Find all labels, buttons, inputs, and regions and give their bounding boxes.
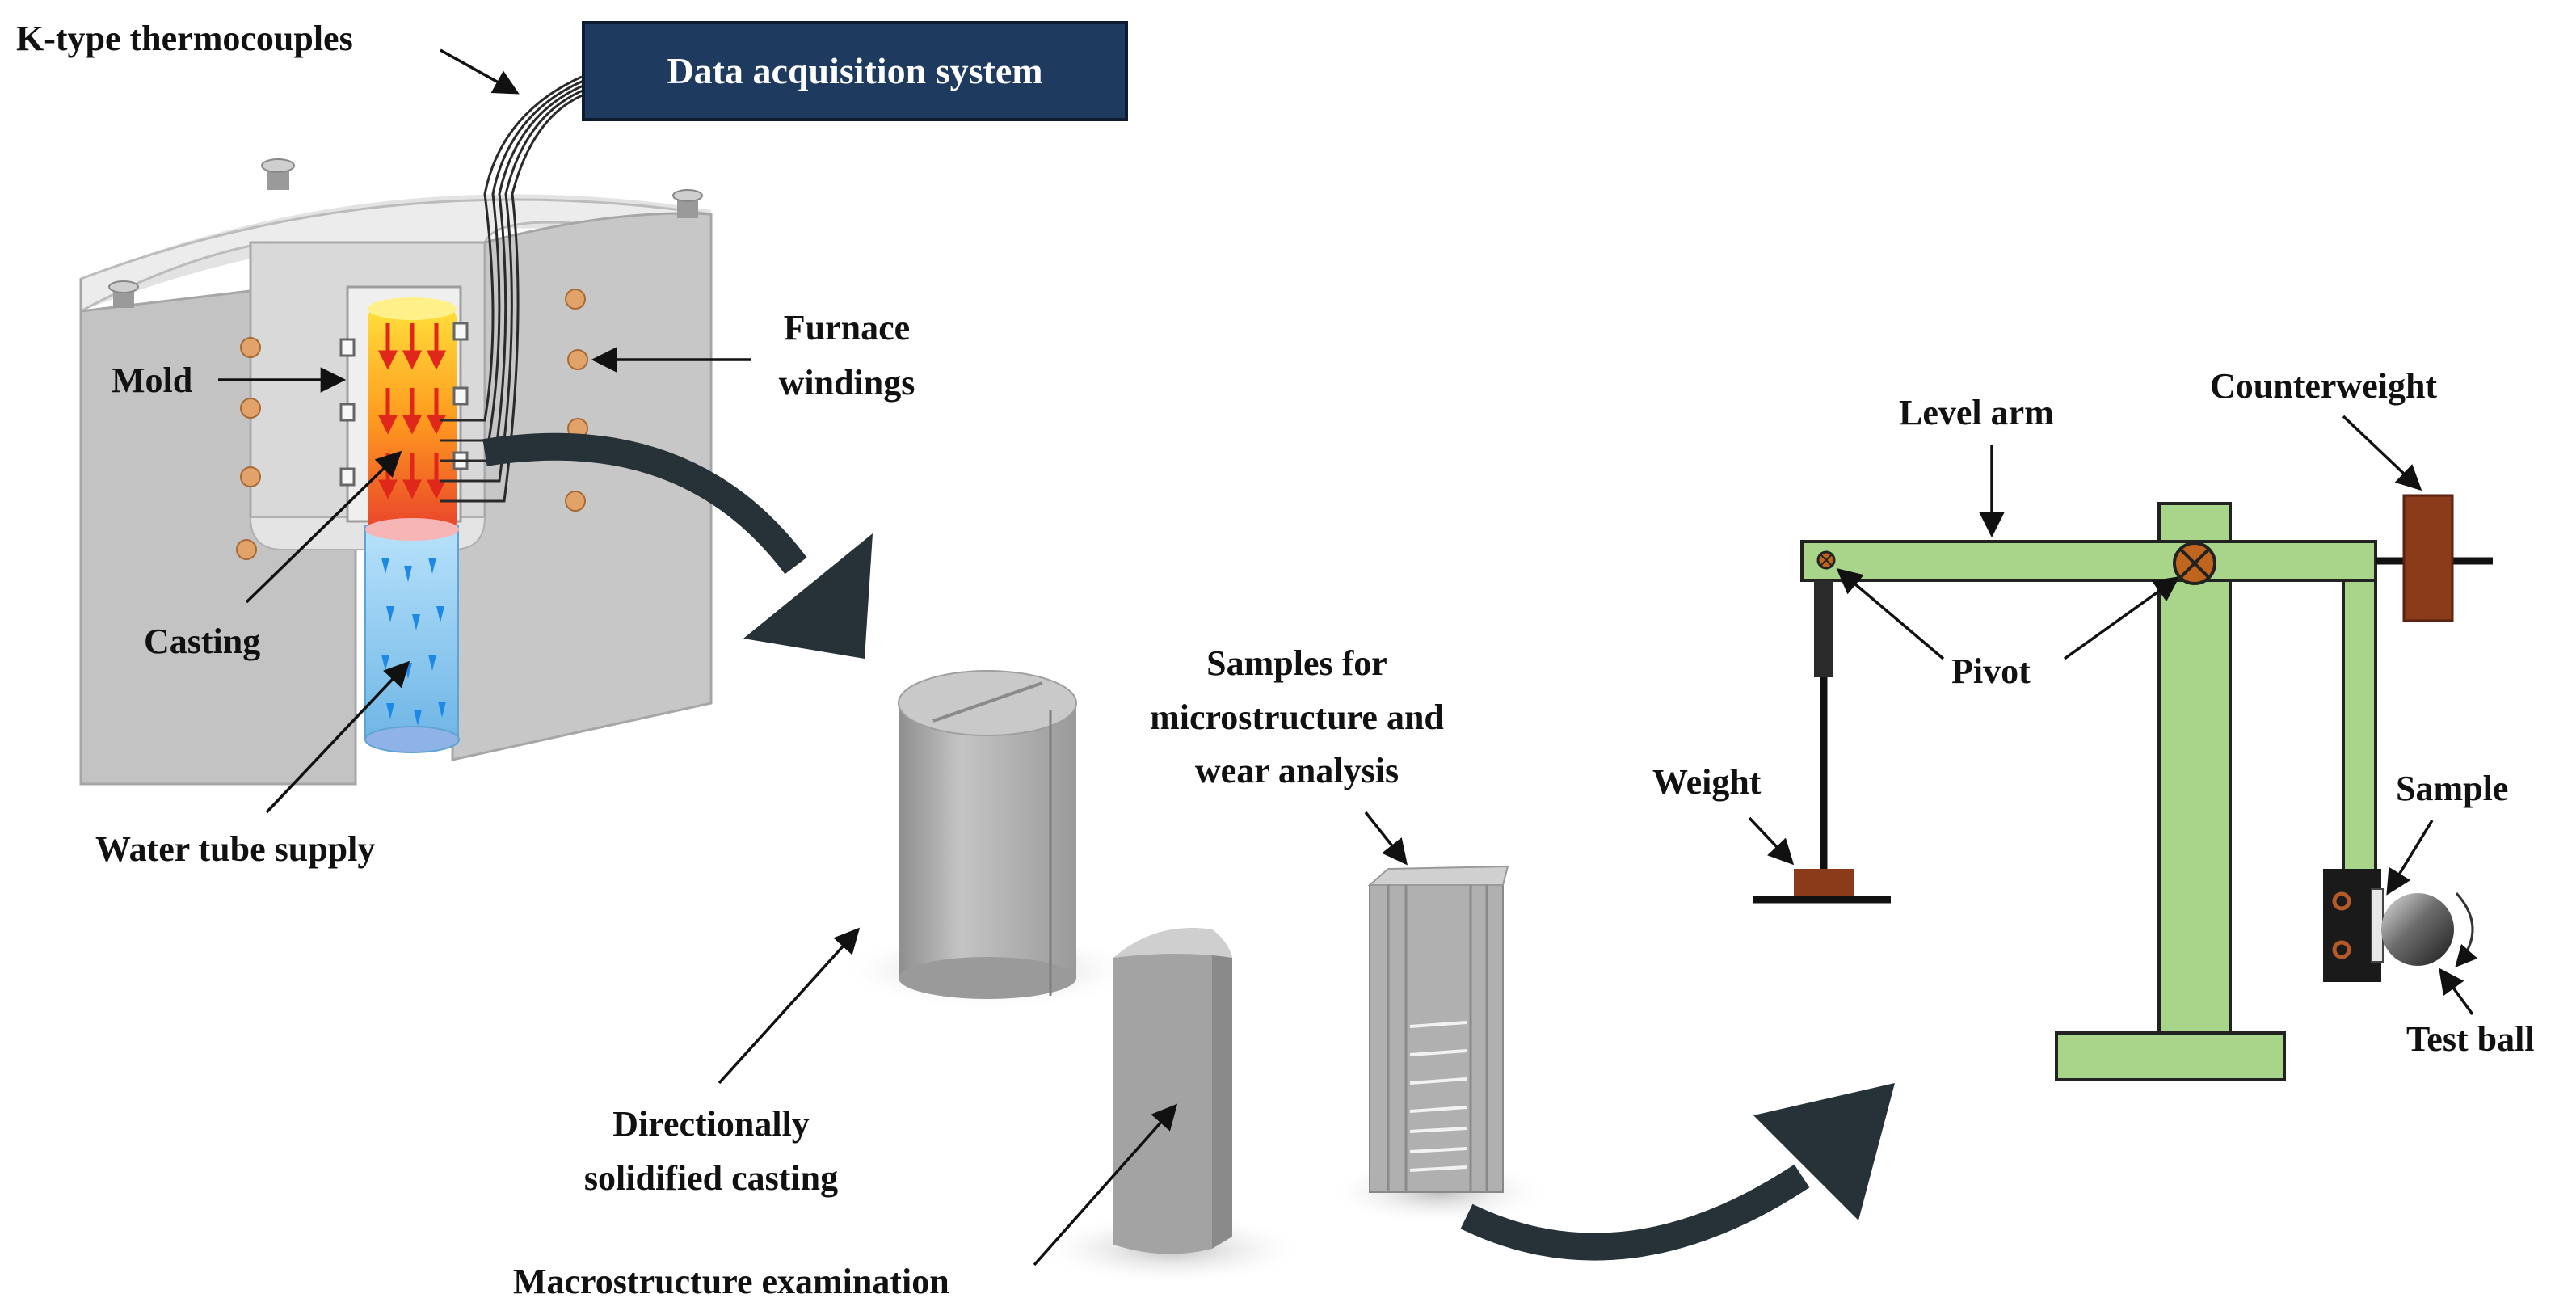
samples-label-2: microstructure and	[1150, 698, 1444, 737]
counterweight-label: Counterweight	[2210, 366, 2437, 406]
ds-label-1: Directionally	[612, 1104, 810, 1144]
weight-block	[1794, 869, 1854, 897]
sample-arm	[2342, 579, 2377, 873]
weight-label: Weight	[1652, 762, 1762, 802]
ds-casting-cylinder	[898, 670, 1077, 999]
test-ball-pointer	[2439, 967, 2474, 1016]
furnace-winding-dots	[236, 289, 588, 560]
samples-pointer	[1364, 811, 1408, 866]
level-arm-label: Level arm	[1899, 393, 2054, 432]
process-flow-arrow	[1460, 1083, 1895, 1261]
water-pointer	[265, 660, 410, 814]
pivot-pointer-left	[1836, 567, 1945, 660]
macro-label: Macrostructure examination	[513, 1262, 949, 1301]
samples-label-3: wear analysis	[1195, 751, 1399, 790]
casting-pointer	[245, 450, 402, 604]
ds-pointer	[718, 927, 861, 1085]
ds-label-2: solidified casting	[584, 1158, 838, 1198]
pivot-label: Pivot	[1951, 651, 2031, 691]
heat-flow-arrows	[377, 323, 447, 499]
bolt-icon	[672, 189, 703, 218]
level-arm	[1800, 540, 2377, 582]
bolt-icon	[261, 158, 295, 190]
wear-sample-bar	[1367, 865, 1509, 1193]
furnace	[79, 75, 713, 786]
furnace-label-2: windings	[779, 363, 915, 403]
furnace-label-1: Furnace	[784, 308, 910, 348]
sample-pointer	[2386, 820, 2434, 896]
tester-base	[2055, 1031, 2286, 1081]
thermocouples-label: K-type thermocouples	[16, 19, 353, 58]
sample-label: Sample	[2396, 769, 2508, 808]
water-label: Water tube supply	[95, 829, 375, 869]
daq-box	[582, 21, 1128, 121]
daq-label: Data acquisition system	[667, 50, 1042, 91]
weight-hanger-sleeve	[1814, 580, 1833, 677]
counterweight-pointer	[2342, 415, 2422, 491]
counterweight-block	[2402, 494, 2454, 622]
test-ball-label: Test ball	[2406, 1019, 2535, 1059]
bolt-icon	[108, 280, 139, 308]
thermocouples-pointer	[440, 48, 520, 95]
mold-label: Mold	[112, 360, 192, 400]
macro-pointer	[1033, 1103, 1178, 1267]
pivot-pointer-right	[2063, 576, 2180, 660]
casting-label: Casting	[144, 622, 260, 661]
furnace-top-surface	[81, 194, 711, 311]
wear-tester	[1753, 494, 2493, 1081]
process-flow-arrow	[482, 432, 873, 659]
macro-half-cylinder	[1113, 928, 1232, 1254]
thermocouple-wires	[440, 75, 589, 503]
rotation-arrow-icon	[2455, 892, 2478, 968]
weight-pointer	[1748, 816, 1795, 866]
test-ball-icon	[2381, 893, 2454, 966]
samples-label-1: Samples for	[1206, 643, 1387, 683]
